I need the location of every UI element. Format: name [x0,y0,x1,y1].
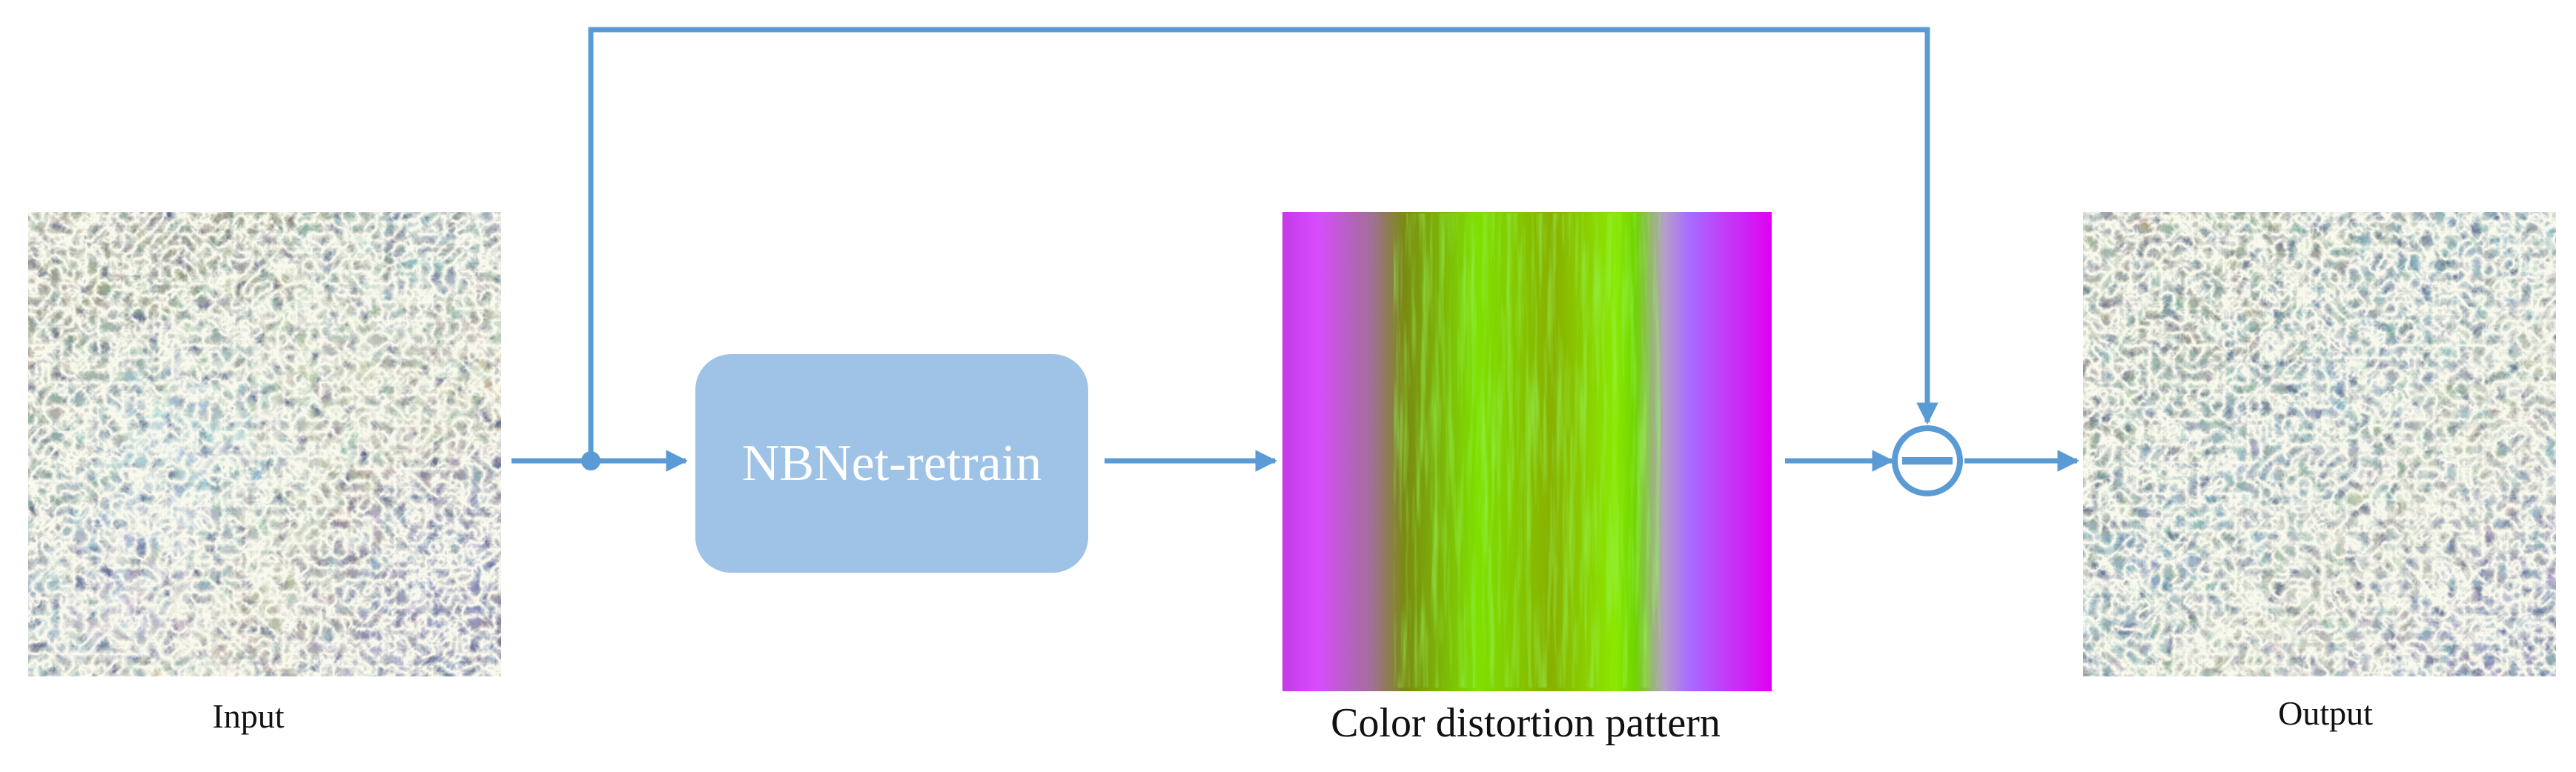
junction-dot [581,451,600,470]
input-image [28,212,501,676]
output-image [2083,212,2556,676]
module-label: NBNet-retrain [741,434,1042,492]
skip-connection-line [588,27,1938,461]
input-label: Input [212,697,285,735]
pattern-label: Color distortion pattern [1331,700,1721,746]
color-distortion-pattern-image [1282,212,1772,691]
minus-circle-icon [1892,425,1963,496]
output-label: Output [2278,694,2373,732]
nbnet-retrain-module: NBNet-retrain [695,354,1088,573]
connectors [511,27,2079,472]
